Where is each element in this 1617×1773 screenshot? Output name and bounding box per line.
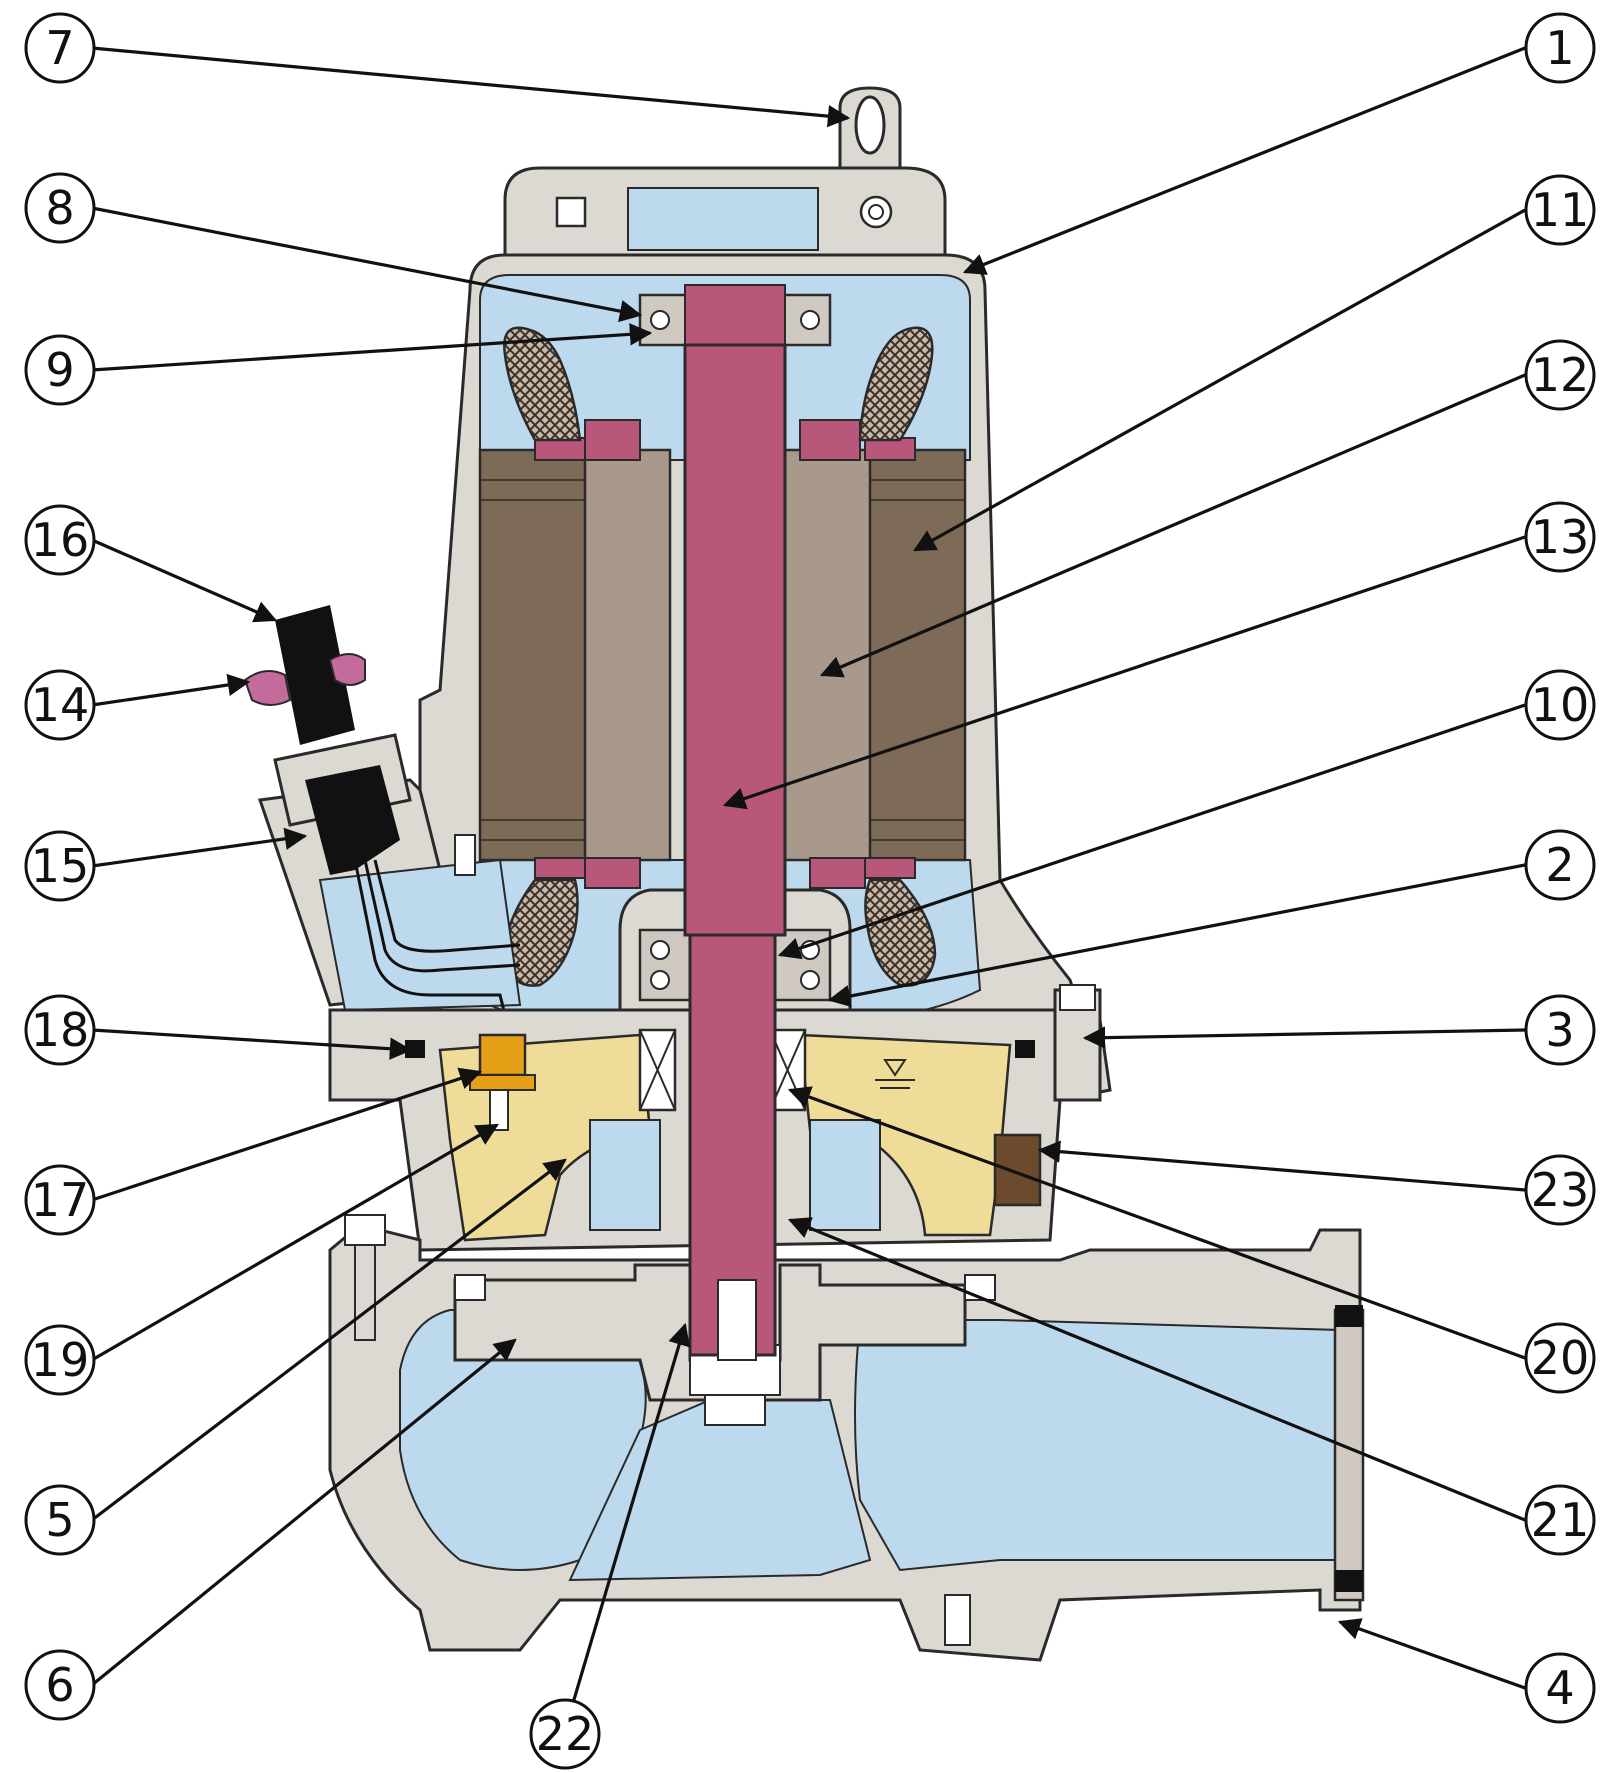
svg-text:11: 11 (1531, 183, 1590, 237)
motor-top-cover (503, 166, 947, 257)
svg-text:17: 17 (31, 1173, 90, 1227)
pump-volute (328, 1119, 1365, 1662)
callouts: 7 8 9 16 14 15 18 17 19 5 6 22 1 11 12 1… (24, 12, 1596, 1770)
stator (478, 448, 967, 862)
leader-lines (90, 46, 1526, 1731)
callout-22: 22 (529, 1698, 601, 1770)
impeller (453, 1263, 996, 1426)
svg-text:13: 13 (1531, 510, 1590, 564)
leader-11 (913, 208, 1526, 552)
callout-18: 18 (24, 994, 96, 1066)
leader-17 (91, 1067, 483, 1202)
callout-21: 21 (1524, 1484, 1596, 1556)
callout-23: 23 (1524, 1154, 1596, 1226)
callout-20: 20 (1524, 1322, 1596, 1394)
leader-6 (90, 1338, 517, 1687)
leader-20 (787, 1086, 1526, 1360)
svg-text:18: 18 (31, 1003, 90, 1057)
svg-text:9: 9 (45, 343, 74, 397)
callout-7: 7 (24, 12, 96, 84)
callout-1: 1 (1524, 12, 1596, 84)
leader-4 (1337, 1618, 1526, 1690)
leader-12 (819, 373, 1526, 678)
callout-15: 15 (24, 830, 96, 902)
callout-9: 9 (24, 334, 96, 406)
callout-11: 11 (1524, 174, 1596, 246)
svg-text:16: 16 (31, 513, 90, 567)
leader-3 (1082, 1026, 1526, 1049)
svg-text:19: 19 (31, 1333, 90, 1387)
leader-15 (91, 827, 308, 868)
callout-2: 2 (1524, 829, 1596, 901)
leader-1 (962, 46, 1526, 275)
leader-9 (91, 323, 653, 372)
leader-7 (91, 46, 851, 128)
svg-text:21: 21 (1531, 1493, 1590, 1547)
rotor (534, 419, 916, 889)
callout-14: 14 (24, 669, 96, 741)
callout-4: 4 (1524, 1652, 1596, 1724)
svg-text:14: 14 (31, 678, 90, 732)
leader-10 (777, 703, 1526, 960)
leader-8 (91, 206, 643, 323)
leader-18 (91, 1028, 413, 1060)
callout-12: 12 (1524, 339, 1596, 411)
callout-17: 17 (24, 1164, 96, 1236)
leader-22 (563, 1322, 691, 1731)
svg-text:15: 15 (31, 839, 90, 893)
svg-text:1: 1 (1545, 21, 1574, 75)
svg-text:20: 20 (1531, 1331, 1590, 1385)
leader-21 (787, 1217, 1526, 1522)
svg-text:8: 8 (45, 181, 74, 235)
svg-text:23: 23 (1531, 1163, 1590, 1217)
svg-text:4: 4 (1545, 1661, 1574, 1715)
svg-text:6: 6 (45, 1658, 74, 1712)
callout-19: 19 (24, 1324, 96, 1396)
leader-16 (91, 538, 278, 623)
lifting-eye (838, 86, 902, 182)
shaft (683, 343, 787, 1361)
callout-8: 8 (24, 172, 96, 244)
callout-10: 10 (1524, 669, 1596, 741)
svg-text:7: 7 (45, 21, 74, 75)
svg-text:22: 22 (536, 1707, 595, 1761)
leader-13 (722, 535, 1526, 810)
leader-5 (91, 1158, 567, 1522)
svg-text:5: 5 (45, 1493, 74, 1547)
stator-windings (503, 326, 937, 987)
leader-19 (91, 1123, 499, 1362)
svg-text:12: 12 (1531, 348, 1590, 402)
leader-2 (827, 863, 1526, 1008)
callout-6: 6 (24, 1649, 96, 1721)
callout-16: 16 (24, 504, 96, 576)
leader-14 (91, 673, 251, 707)
leader-23 (1037, 1140, 1526, 1192)
svg-text:3: 3 (1545, 1003, 1574, 1057)
cable-entry (243, 605, 522, 1016)
callout-5: 5 (24, 1484, 96, 1556)
callout-3: 3 (1524, 994, 1596, 1066)
upper-bearing (638, 284, 832, 347)
callout-13: 13 (1524, 501, 1596, 573)
svg-text:2: 2 (1545, 838, 1574, 892)
svg-text:10: 10 (1531, 678, 1590, 732)
